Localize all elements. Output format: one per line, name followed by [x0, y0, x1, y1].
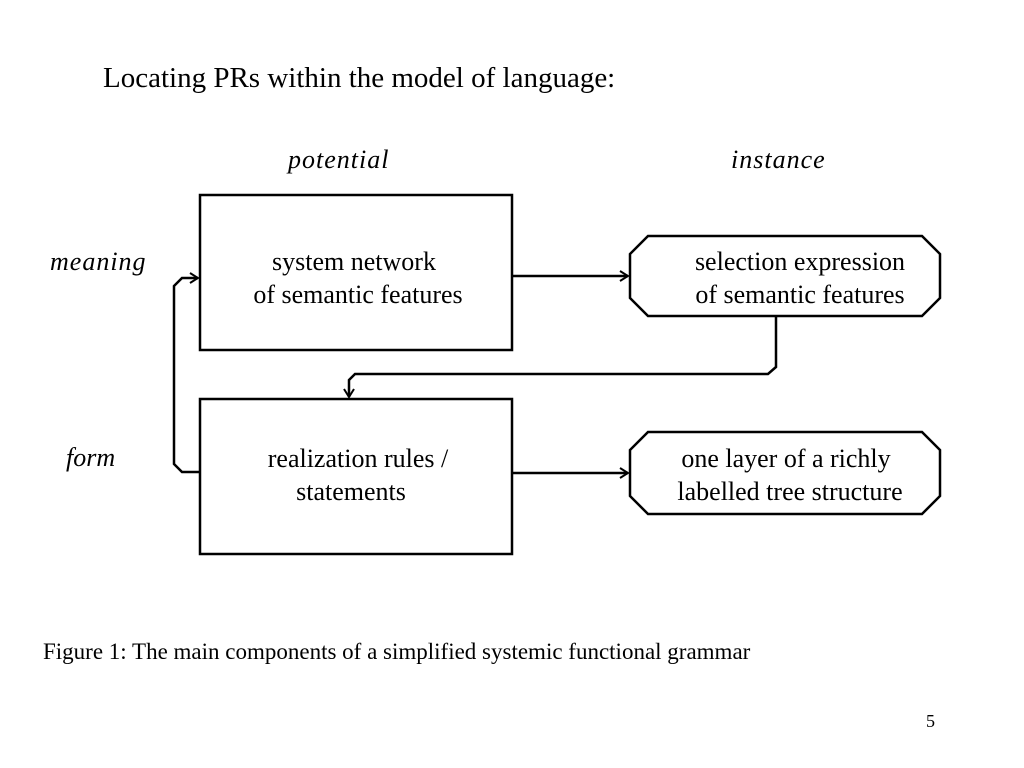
- box-selection-expression-line1: selection expression: [695, 247, 905, 276]
- box-realization-rules-line1: realization rules /: [268, 444, 449, 473]
- box-selection-expression-line2: of semantic features: [695, 280, 904, 309]
- page-number: 5: [926, 711, 935, 731]
- slide-title: Locating PRs within the model of languag…: [103, 62, 616, 94]
- column-header-instance: instance: [731, 145, 826, 174]
- box-system-network: system network of semantic features: [198, 193, 514, 352]
- column-header-potential: potential: [288, 145, 390, 174]
- box-realization-rules-line2: statements: [296, 477, 406, 506]
- arrow-selection-to-rules: [349, 316, 778, 397]
- figure-caption: Figure 1: The main components of a simpl…: [43, 639, 751, 664]
- box-tree-structure-line1: one layer of a richly: [681, 444, 890, 473]
- box-selection-expression: selection expression of semantic feature…: [628, 234, 942, 318]
- row-label-form: form: [66, 443, 116, 472]
- box-tree-structure: one layer of a richly labelled tree stru…: [628, 430, 942, 516]
- row-label-meaning: meaning: [50, 247, 147, 276]
- box-tree-structure-line2: labelled tree structure: [677, 477, 902, 506]
- box-system-network-line1: system network: [272, 247, 436, 276]
- box-system-network-line2: of semantic features: [253, 280, 462, 309]
- arrow-rules-to-network: [172, 278, 200, 474]
- box-realization-rules: realization rules / statements: [198, 397, 514, 556]
